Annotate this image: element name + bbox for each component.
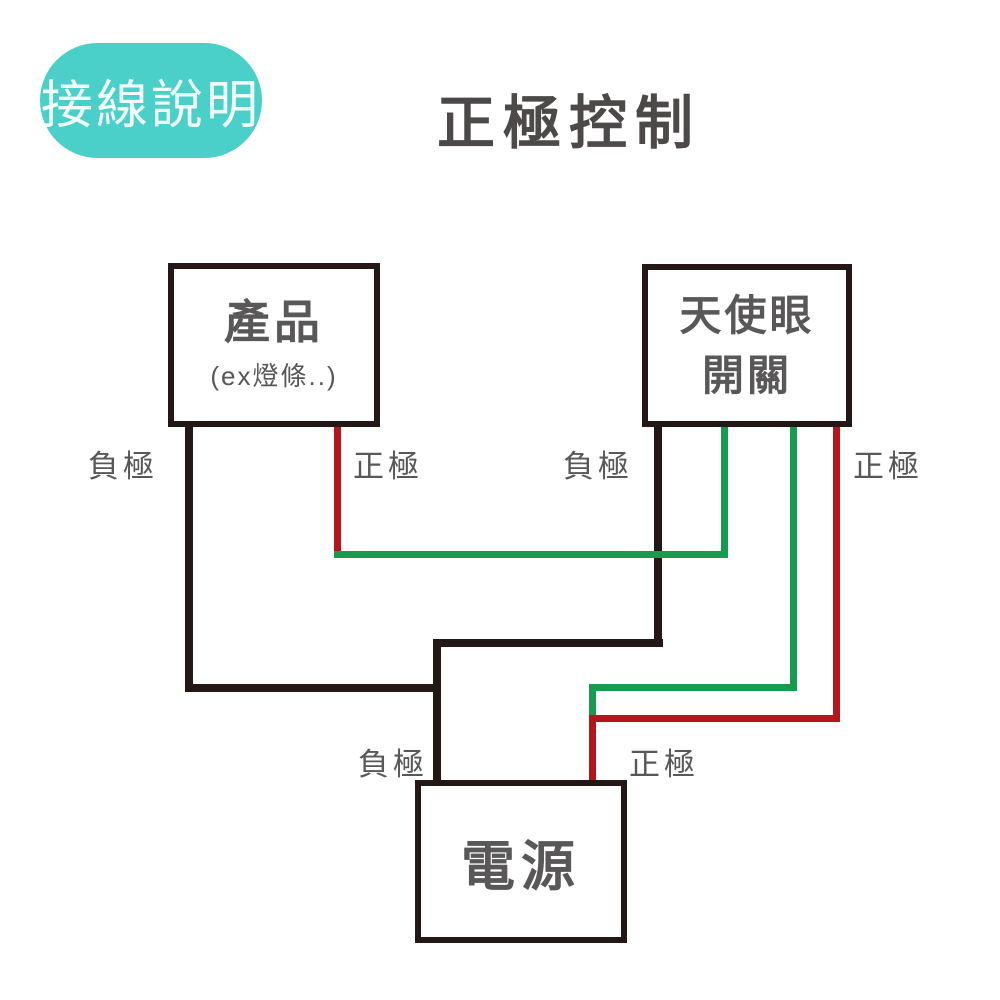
power-positive-label: 正極 [629, 747, 699, 782]
wire-switch-output-horizontal [334, 551, 728, 558]
wire-switch-negative-vertical [654, 427, 662, 647]
page-title: 正極控制 [437, 91, 702, 156]
wire-power-positive-vertical [589, 715, 596, 780]
switch-box-title: 天使眼 開關 [679, 286, 814, 405]
product-positive-label: 正極 [353, 449, 423, 484]
wire-switch-output-vertical [721, 427, 728, 558]
wiring-instructions-label: 接線說明 [40, 77, 261, 135]
wire-switch-input-vertical [790, 427, 797, 691]
switch-positive-label: 正極 [853, 449, 923, 484]
wire-switch-input-drop [589, 684, 596, 715]
product-box-subtitle: (ex燈條..) [210, 361, 338, 392]
product-negative-label: 負極 [88, 449, 158, 484]
power-supply-box: 電源 [415, 780, 627, 943]
power-negative-label: 負極 [358, 747, 428, 782]
wire-switch-negative-horizontal [433, 639, 663, 647]
wire-product-negative-horizontal [185, 684, 441, 692]
switch-box-title-line1: 天使眼 [679, 291, 815, 339]
switch-box-title-line2: 開關 [701, 351, 792, 399]
wire-product-positive-vertical [334, 427, 341, 558]
wire-switch-input-horizontal [589, 684, 797, 691]
angel-eye-switch-box: 天使眼 開關 [642, 264, 852, 427]
wire-power-negative-vertical [433, 639, 441, 780]
wire-product-negative-vertical [185, 427, 193, 692]
product-box: 產品 (ex燈條..) [168, 263, 380, 427]
power-box-title: 電源 [461, 837, 581, 897]
wiring-instructions-badge: 接線說明 [40, 43, 262, 158]
wire-switch-positive-horizontal [589, 715, 840, 722]
switch-negative-label: 負極 [563, 449, 633, 484]
wire-switch-positive-vertical [833, 427, 840, 722]
product-box-title: 產品 [224, 295, 324, 348]
